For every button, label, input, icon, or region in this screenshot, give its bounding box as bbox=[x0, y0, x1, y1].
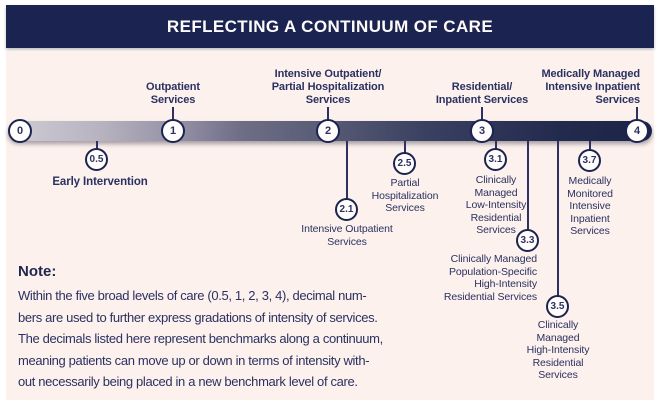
milestone-circle-3-3: 3.3 bbox=[516, 229, 539, 252]
connector-level-2-5 bbox=[404, 141, 406, 153]
label-clinically-managed-population-specific: Clinically Managed Population-Specific H… bbox=[443, 253, 537, 303]
milestone-circle-0: 0 bbox=[8, 119, 32, 143]
milestone-circle-2-5: 2.5 bbox=[393, 152, 416, 175]
connector-level-3 bbox=[481, 107, 483, 121]
milestone-circle-3-1: 3.1 bbox=[484, 148, 507, 171]
connector-level-2 bbox=[327, 107, 329, 121]
label-intensive-outpatient: Intensive Outpatient Services bbox=[301, 223, 393, 248]
connector-level-3-7 bbox=[589, 141, 591, 150]
label-outpatient-services: Outpatient Services bbox=[146, 81, 200, 106]
label-residential-inpatient-services: Residential/ Inpatient Services bbox=[435, 81, 529, 106]
connector-level-0-5 bbox=[96, 141, 98, 150]
header-bar: REFLECTING A CONTINUUM OF CARE bbox=[6, 5, 654, 48]
continuum-panel bbox=[6, 51, 654, 400]
label-clinically-managed-low-intensity: Clinically Managed Low-Intensity Residen… bbox=[465, 174, 527, 236]
connector-level-1 bbox=[172, 107, 174, 121]
connector-level-4 bbox=[636, 107, 638, 121]
milestone-circle-0-5: 0.5 bbox=[85, 148, 108, 171]
note-heading: Note: bbox=[18, 263, 57, 280]
connector-level-3-3 bbox=[527, 141, 529, 230]
connector-level-3-5 bbox=[557, 141, 559, 296]
page-title: REFLECTING A CONTINUUM OF CARE bbox=[166, 16, 494, 36]
note-block: Note: Within the five broad levels of ca… bbox=[18, 263, 458, 393]
milestone-circle-3-7: 3.7 bbox=[578, 149, 601, 172]
connector-level-3-1 bbox=[495, 141, 497, 149]
milestone-circle-2: 2 bbox=[316, 119, 340, 143]
milestone-circle-2-1: 2.1 bbox=[335, 198, 358, 221]
note-body: Within the five broad levels of care (0.… bbox=[18, 288, 383, 389]
label-clinically-managed-high-intensity: Clinically Managed High-Intensity Reside… bbox=[526, 319, 590, 381]
label-partial-hospitalization: Partial Hospitalization Services bbox=[371, 177, 439, 214]
milestone-circle-3-5: 3.5 bbox=[546, 295, 569, 318]
label-medically-monitored-intensive-inpatient: Medically Monitored Intensive Inpatient … bbox=[567, 175, 613, 237]
label-intensive-outpatient-partial-hospitalization: Intensive Outpatient/ Partial Hospitaliz… bbox=[271, 68, 385, 106]
label-medically-managed-intensive-inpatient: Medically Managed Intensive Inpatient Se… bbox=[541, 68, 640, 106]
connector-level-2-1 bbox=[346, 141, 348, 199]
milestone-circle-1: 1 bbox=[161, 119, 185, 143]
milestone-circle-3: 3 bbox=[470, 119, 494, 143]
label-early-intervention: Early Intervention bbox=[52, 176, 148, 188]
milestone-circle-4: 4 bbox=[625, 119, 649, 143]
